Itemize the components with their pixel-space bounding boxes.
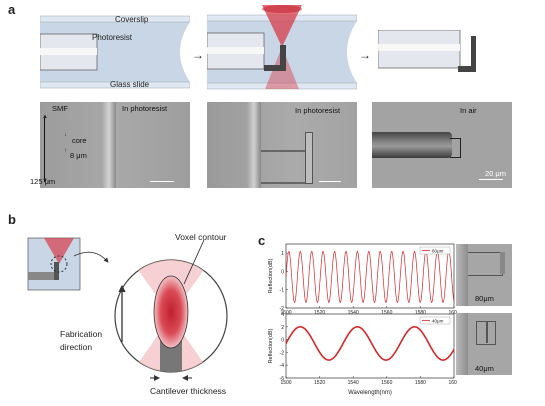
- photo-air: [372, 102, 512, 188]
- y-tick-label: -1: [280, 288, 285, 294]
- micrograph-40um: [456, 313, 512, 375]
- photo-smf: ▲ ▼ ↓ ↑: [40, 102, 190, 188]
- fiber-size-label: 125 μm: [30, 177, 56, 186]
- photo2-condition: In photoresist: [295, 106, 341, 115]
- core-size-label: 8 μm: [70, 151, 87, 160]
- y-axis-label: Reflection(dB): [268, 258, 274, 293]
- scale-40um-label: 40μm: [475, 364, 494, 373]
- panel-c-letter: c: [258, 233, 266, 248]
- panel-a-letter: a: [8, 2, 16, 17]
- x-tick-label: 1560: [381, 380, 392, 386]
- x-tick-label: 1500: [280, 310, 291, 316]
- y-tick-label: -2: [280, 350, 285, 356]
- smf-label: SMF: [52, 104, 68, 113]
- x-tick-label: 1600: [448, 380, 457, 386]
- photoresist-label: Photoresist: [92, 33, 133, 42]
- legend-box: [419, 246, 451, 255]
- cantilever-thickness-label: Cantilever thickness: [150, 386, 227, 396]
- x-tick-label: 1520: [314, 380, 325, 386]
- legend-box: [419, 316, 451, 325]
- schematic-1: [40, 15, 190, 89]
- y-tick-label: -4: [280, 363, 285, 369]
- voxel-contour-label: Voxel contour: [175, 232, 227, 242]
- glass-slide-label: Glass slide: [110, 80, 150, 89]
- y-tick-label: -2: [280, 306, 285, 312]
- panel-b-letter: b: [8, 212, 16, 227]
- x-axis-label: Wavelength(nm): [348, 390, 392, 396]
- y-axis-label: Reflection(dB): [268, 328, 274, 363]
- arrow-1: →: [192, 48, 204, 62]
- x-tick-label: 1580: [415, 380, 426, 386]
- core-label: core: [72, 136, 87, 145]
- schematic-3: [378, 30, 476, 72]
- y-tick-label: 4: [281, 312, 284, 318]
- panel-c-charts: -2-101150015201540156015801600Reflection…: [268, 243, 457, 396]
- coverslip-label: Coverslip: [115, 15, 149, 24]
- legend-label: 80μm: [432, 249, 444, 254]
- y-tick-label: 0: [281, 269, 284, 275]
- photo-fabrication: [207, 102, 357, 188]
- plot-frame: [285, 313, 455, 379]
- arrow-2: →: [359, 48, 371, 62]
- y-tick-label: 1: [281, 251, 284, 257]
- y-tick-label: 0: [281, 338, 284, 344]
- photo3-condition: In air: [460, 106, 477, 115]
- x-tick-label: 1560: [381, 310, 392, 316]
- x-tick-label: 1500: [280, 380, 291, 386]
- x-tick-label: 1580: [415, 310, 426, 316]
- y-tick-label: 2: [281, 325, 284, 331]
- scale-bar-label: 20 μm: [485, 169, 506, 178]
- micrograph-80um: [456, 244, 512, 306]
- x-tick-label: 1600: [448, 310, 457, 316]
- photo1-condition: In photoresist: [122, 104, 168, 113]
- legend-label: 40μm: [432, 319, 444, 324]
- y-tick-label: -6: [280, 376, 285, 382]
- schematic-2: [207, 5, 357, 90]
- series-line-40μm: [285, 325, 455, 361]
- x-tick-label: 1540: [348, 380, 359, 386]
- x-tick-label: 1520: [314, 310, 325, 316]
- scale-80um-label: 80μm: [475, 294, 494, 303]
- fabrication-label-1: Fabrication: [60, 329, 103, 339]
- panel-b-diagram: [27, 237, 228, 381]
- x-tick-label: 1540: [348, 310, 359, 316]
- fabrication-label-2: direction: [60, 342, 93, 352]
